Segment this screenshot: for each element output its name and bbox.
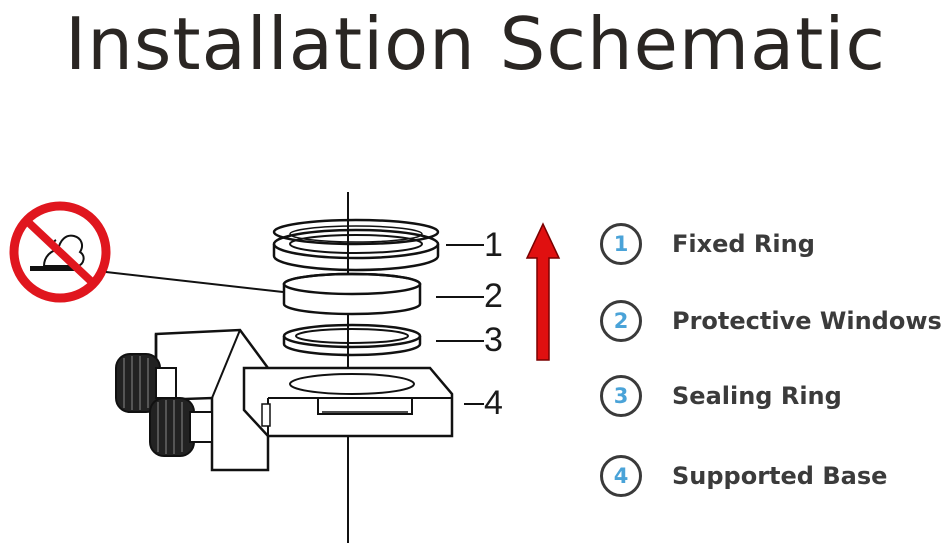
callout-number-4: 4 (484, 384, 503, 422)
legend: 1 Fixed Ring 2 Protective Windows 3 Seal… (600, 0, 951, 543)
legend-number-badge: 2 (600, 300, 642, 342)
legend-item-supported-base: 4 Supported Base (600, 454, 887, 498)
no-touch-icon (9, 201, 111, 303)
legend-number-badge: 4 (600, 455, 642, 497)
legend-label: Protective Windows (672, 307, 942, 335)
legend-item-fixed-ring: 1 Fixed Ring (600, 222, 815, 266)
legend-label: Supported Base (672, 462, 888, 490)
legend-label: Sealing Ring (672, 382, 842, 410)
supported-base-part (115, 328, 454, 472)
up-arrow-icon (525, 222, 561, 361)
fixed-ring-part (272, 218, 440, 272)
legend-item-protective-windows: 2 Protective Windows (600, 299, 942, 343)
callout-number-2: 2 (484, 277, 503, 315)
icon-leader-line (105, 271, 284, 293)
page-title: Installation Schematic (65, 2, 886, 86)
legend-item-sealing-ring: 3 Sealing Ring (600, 374, 842, 418)
knob-upper (115, 353, 177, 413)
sealing-ring-part (282, 323, 422, 357)
knob-lower (149, 397, 213, 457)
callout-number-1: 1 (484, 226, 503, 264)
legend-number-badge: 1 (600, 223, 642, 265)
protective-window-part (282, 272, 422, 316)
legend-label: Fixed Ring (672, 230, 815, 258)
legend-number-badge: 3 (600, 375, 642, 417)
callout-number-3: 3 (484, 321, 503, 359)
